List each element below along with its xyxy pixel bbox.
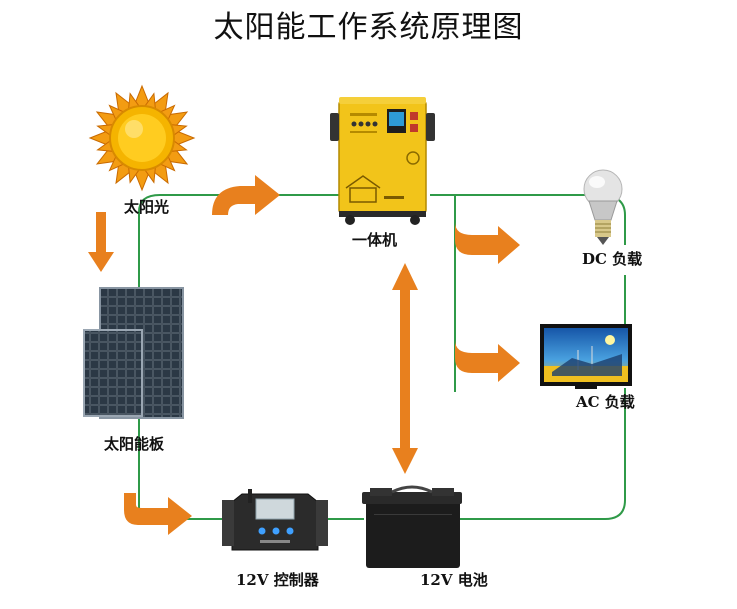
wire-right-bottom [460,388,626,520]
controller-label: 12V 控制器 [236,571,319,589]
arrow-panel-to-controller [124,493,192,535]
arrow-to-ac-load [455,340,520,382]
dc-load-label: DC 负载 [582,250,643,268]
wire-left-top [138,194,345,520]
arrow-to-dc-load [455,222,520,264]
ac-load-label: AC 负载 [576,393,635,411]
arrow-sun-to-panel [88,212,114,272]
sun-label: 太阳光 [124,198,170,216]
battery-label: 12V 电池 [420,571,488,589]
inverter-label: 一体机 [352,231,398,249]
arrow-battery-inverter [392,263,418,474]
panel-label: 太阳能板 [104,435,165,453]
diagram-title: 太阳能工作系统原理图 [213,10,524,45]
arrow-sun-to-inverter [212,175,280,215]
solar-panel-front [83,329,143,417]
